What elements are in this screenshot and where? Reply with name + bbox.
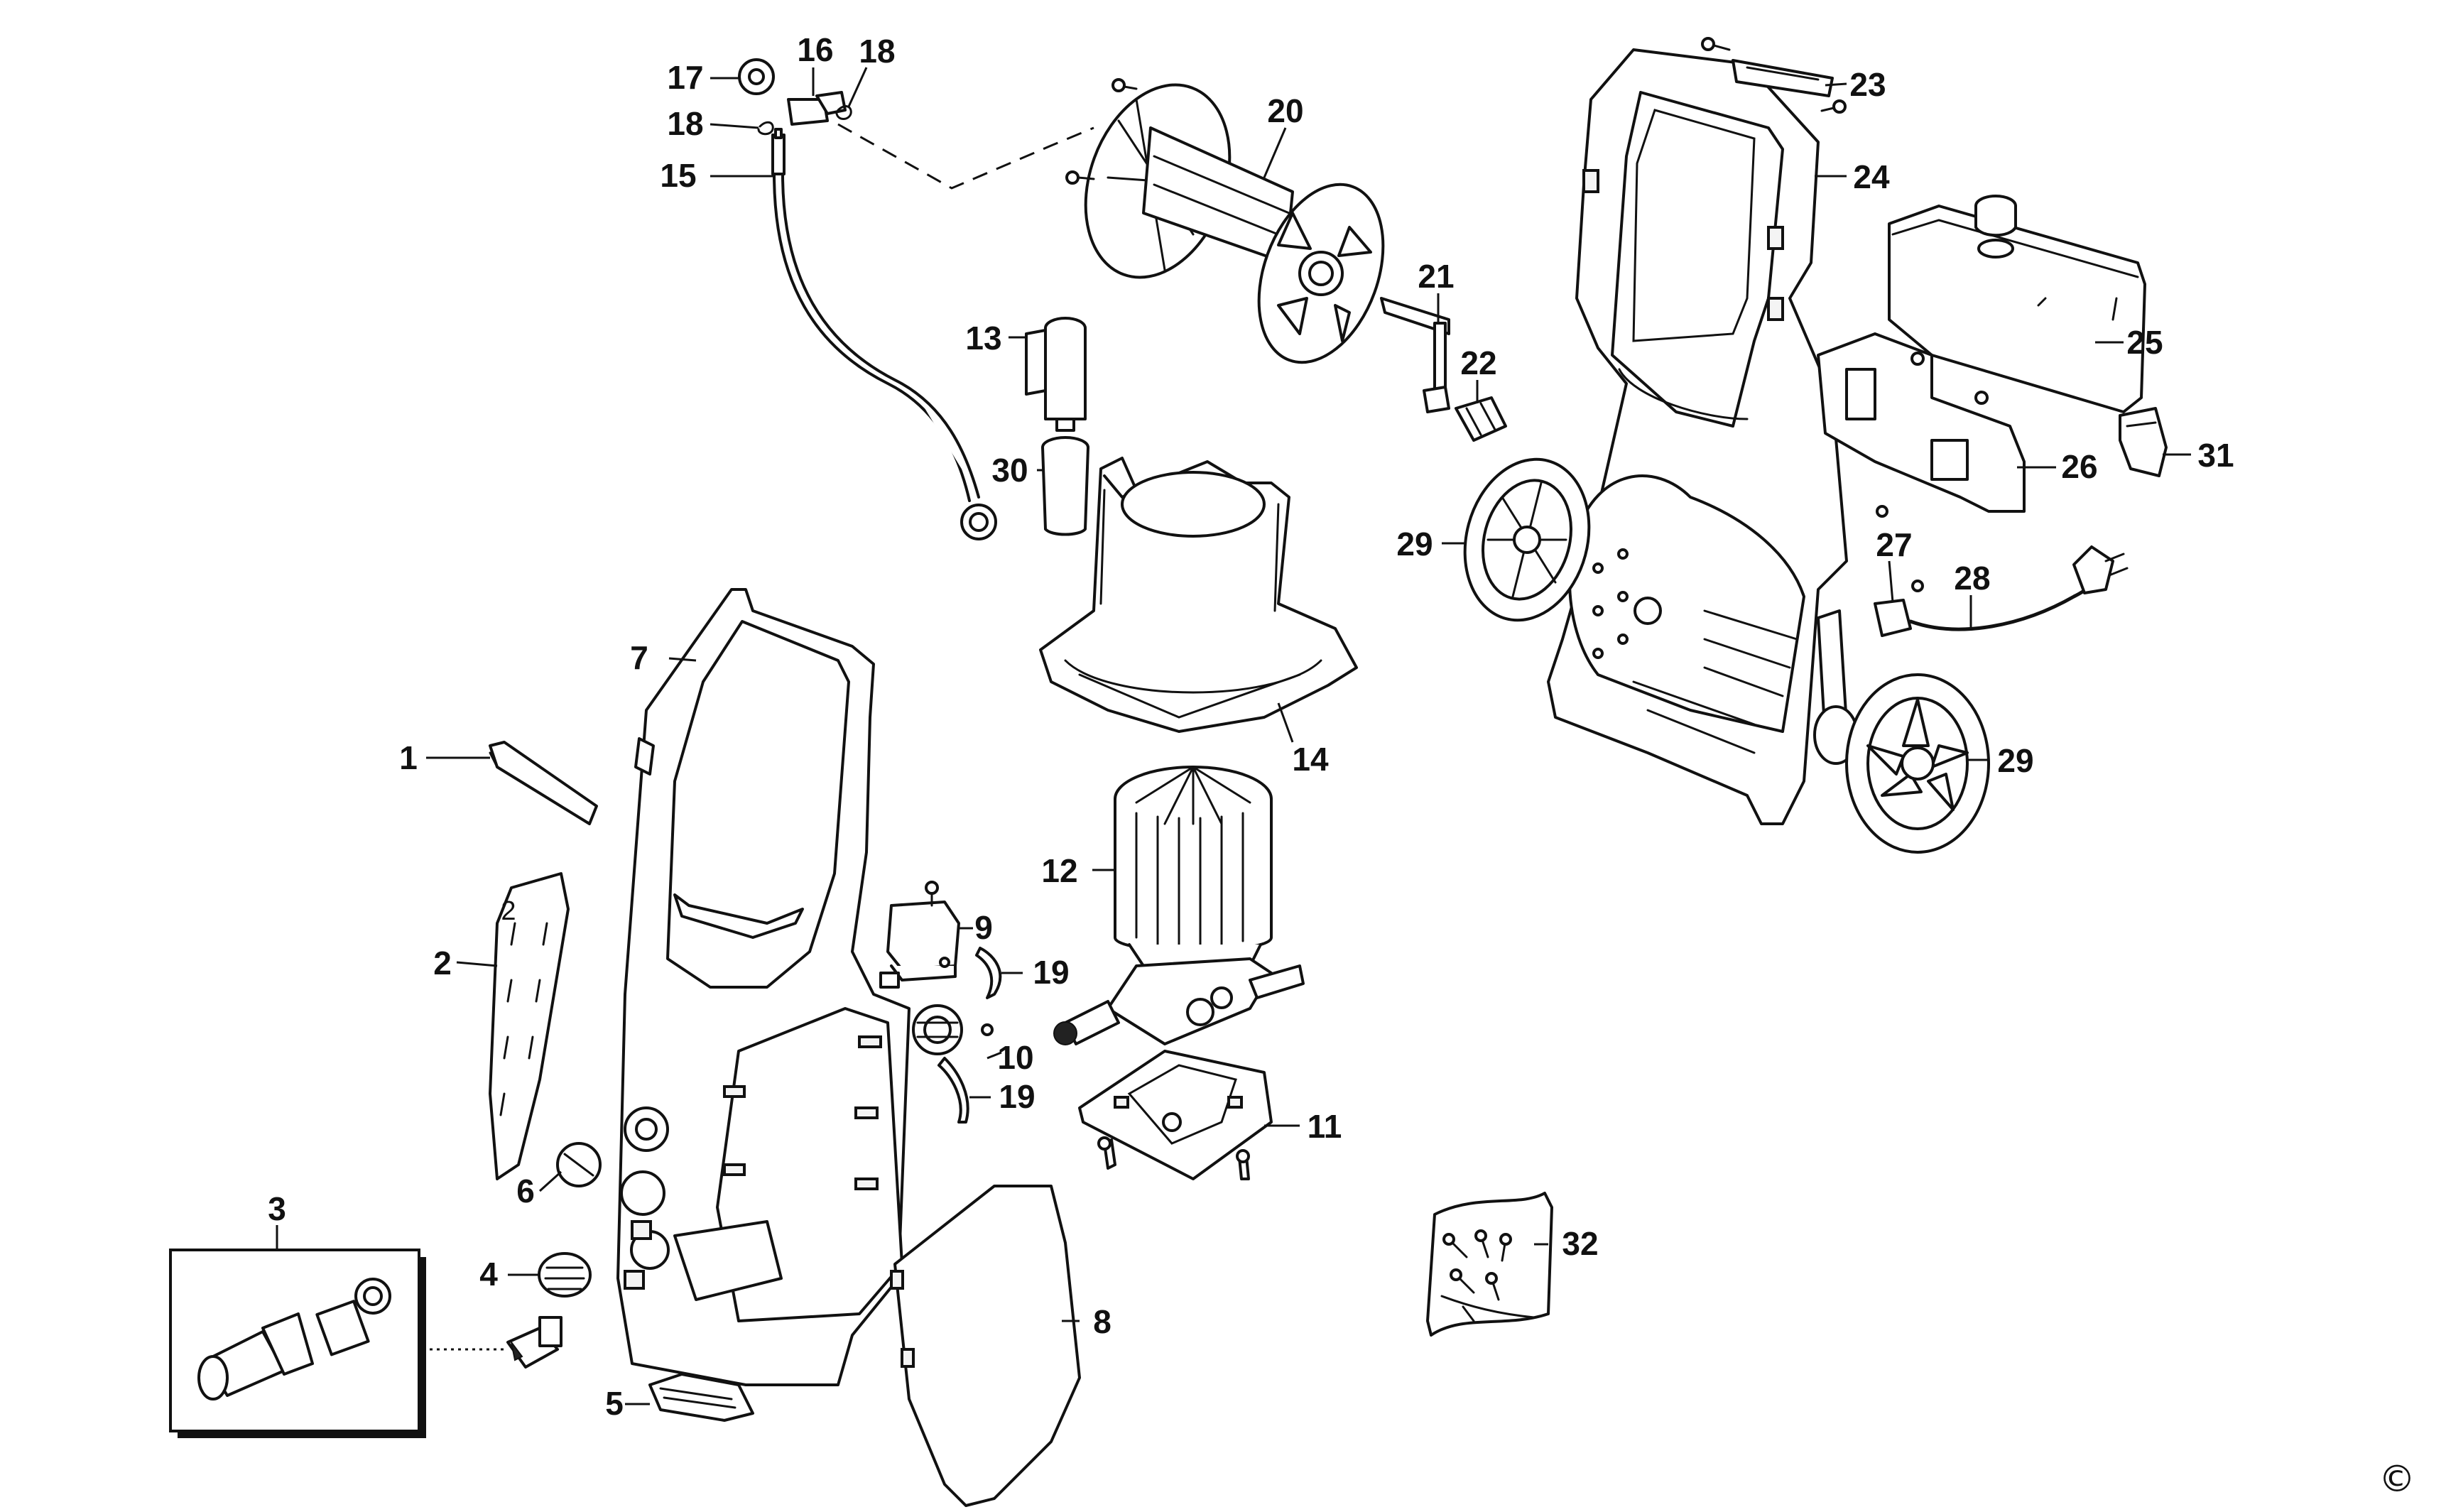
- callout-31: 31: [2197, 437, 2234, 474]
- callout-5: 5: [605, 1385, 624, 1422]
- side-panel-part: [489, 872, 570, 1180]
- leader-lines: [276, 67, 2191, 1405]
- callout-9: 9: [974, 909, 993, 946]
- motor-housing-part: [1039, 457, 1358, 733]
- callout-25: 25: [2126, 324, 2163, 361]
- filter-cup-part: [1041, 436, 1089, 536]
- cord-clamp-part: [1874, 505, 1924, 637]
- callout-4: 4: [479, 1256, 498, 1293]
- callout-19a: 19: [1033, 954, 1069, 991]
- switch-part: [879, 881, 960, 989]
- callout-24: 24: [1853, 158, 1890, 195]
- callout-32: 32: [1562, 1225, 1598, 1262]
- callout-11: 11: [1308, 1108, 1342, 1145]
- hose-connector-kit-part: [169, 1249, 562, 1438]
- rear-chassis-part: [1547, 48, 1859, 825]
- callout-6: 6: [516, 1173, 535, 1209]
- callout-17: 17: [667, 59, 703, 96]
- handle-grip-part: [489, 741, 598, 825]
- hose-fittings-part: [738, 58, 852, 136]
- callout-2b: 2: [501, 896, 516, 926]
- tank-bracket-part: [1817, 332, 2026, 513]
- callout-23: 23: [1849, 66, 1886, 103]
- motor-pump-part: [1053, 766, 1305, 1045]
- wheel-part-lower: [1845, 673, 1990, 854]
- hose-reel-part: [1065, 78, 1385, 364]
- callout-13: 13: [965, 320, 1001, 357]
- connection-dashed-line: [837, 123, 1094, 190]
- high-pressure-hose-part: [771, 128, 997, 540]
- callout-7: 7: [630, 639, 648, 676]
- callout-29a: 29: [1396, 526, 1433, 562]
- callout-3: 3: [268, 1190, 286, 1227]
- crank-handle-part: [1380, 297, 1450, 413]
- detergent-tank-part: [1888, 195, 2146, 413]
- callout-14: 14: [1292, 741, 1329, 778]
- callout-8: 8: [1093, 1303, 1111, 1340]
- callout-22: 22: [1460, 344, 1496, 381]
- callout-18b: 18: [667, 105, 703, 142]
- lower-grille-part: [648, 1373, 754, 1422]
- callout-26: 26: [2061, 448, 2097, 485]
- screw-bag-part: [1426, 1192, 1553, 1337]
- base-plate-part: [1078, 1050, 1273, 1180]
- callout-10: 10: [997, 1039, 1033, 1076]
- knob-part: [556, 1142, 602, 1187]
- callout-28: 28: [1954, 560, 1990, 597]
- callout-1: 1: [399, 739, 418, 776]
- pressure-valve-part: [912, 1004, 994, 1055]
- callout-12: 12: [1041, 852, 1077, 889]
- small-hose-part: [937, 947, 1002, 1124]
- clip-part: [2119, 407, 2168, 477]
- callout-20: 20: [1267, 92, 1303, 129]
- callout-15: 15: [660, 157, 696, 194]
- filter-part: [1025, 317, 1087, 432]
- callout-30: 30: [991, 452, 1028, 489]
- copyright-mark: ©: [2379, 1458, 2415, 1501]
- callout-27: 27: [1876, 526, 1912, 563]
- grille-part: [538, 1252, 592, 1298]
- callout-labels: 1 2 2 3 4 5 6 7 8 9 10 11 12 13 14 15 16…: [268, 31, 2415, 1501]
- callout-29b: 29: [1997, 742, 2033, 779]
- top-cover-part: [1701, 37, 1847, 114]
- callout-2: 2: [433, 945, 452, 981]
- wheel-part-upper: [1463, 457, 1591, 622]
- front-housing-part: [616, 588, 911, 1386]
- power-cord-part: [1908, 545, 2129, 631]
- callout-19b: 19: [999, 1078, 1035, 1115]
- callout-18a: 18: [859, 33, 895, 70]
- crank-knob-part: [1455, 396, 1507, 442]
- callout-21: 21: [1418, 258, 1454, 295]
- callout-16: 16: [797, 31, 833, 68]
- side-cover-part: [890, 1185, 1081, 1507]
